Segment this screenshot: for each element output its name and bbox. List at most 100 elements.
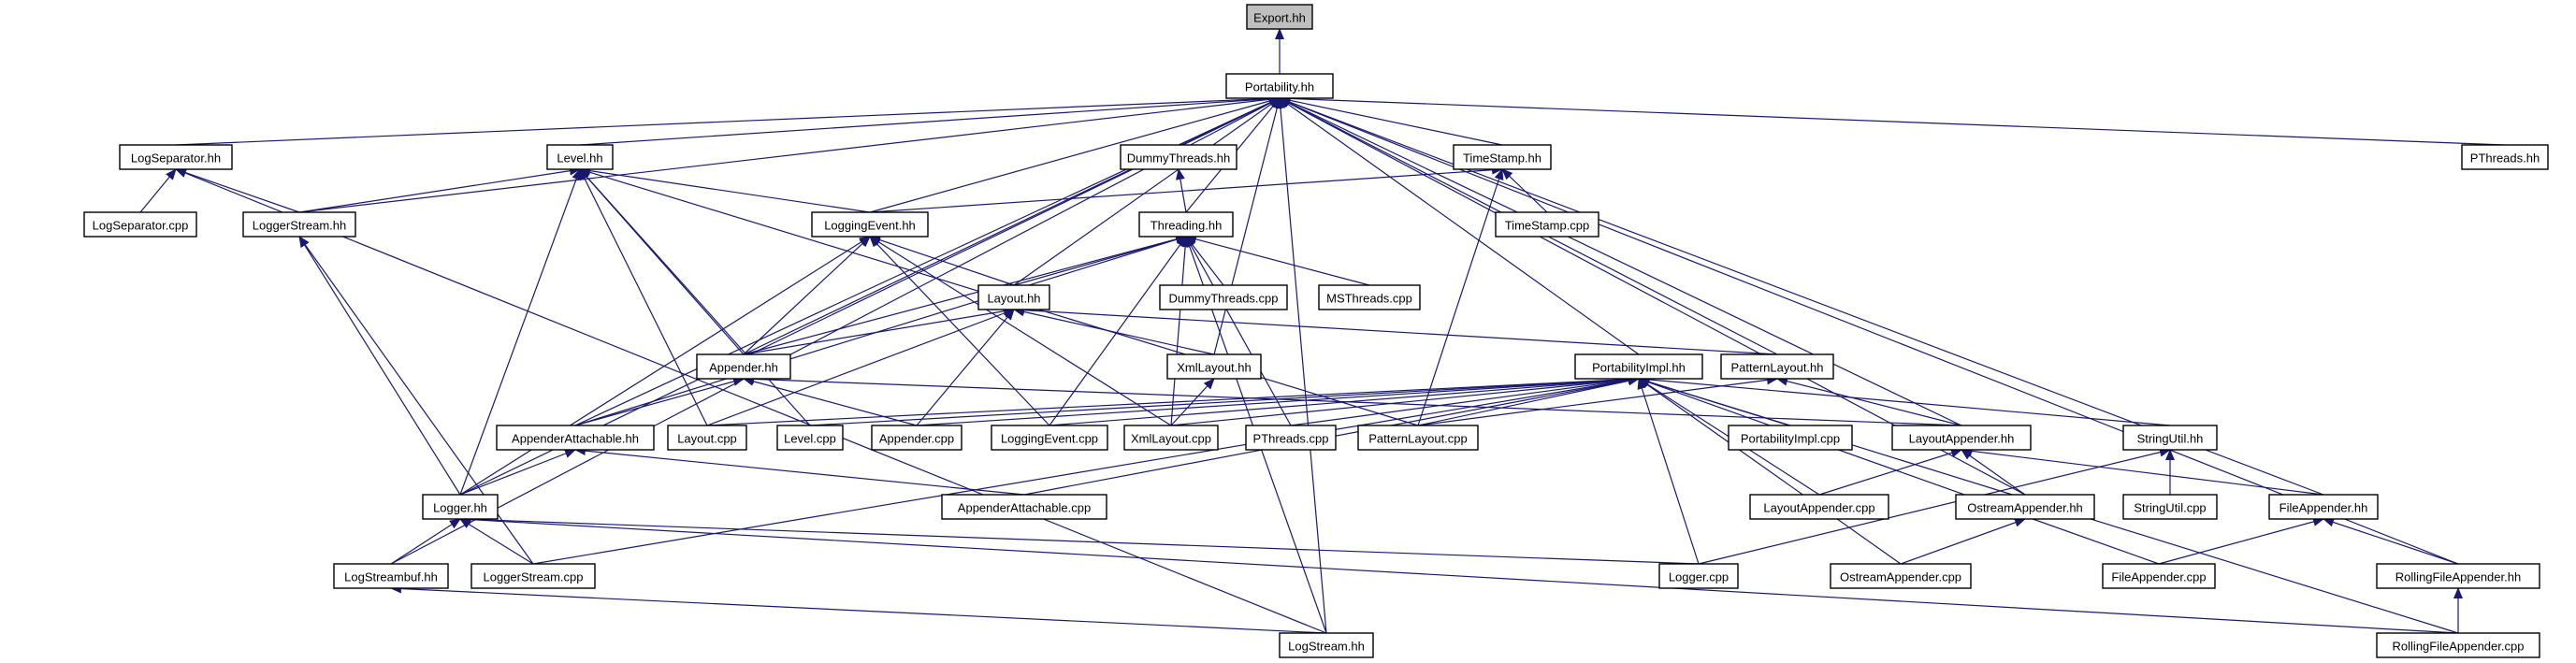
edge-timestamp_cpp-to-timestamp_hh bbox=[1501, 168, 1548, 213]
edge-appender_hh-to-loggingevent_hh bbox=[743, 236, 871, 355]
node-portability-hh[interactable]: Portability.hh bbox=[1225, 73, 1334, 99]
node-timestamp-hh[interactable]: TimeStamp.hh bbox=[1453, 144, 1552, 170]
node-box bbox=[1891, 425, 2032, 451]
node-portabilityimpl-hh[interactable]: PortabilityImpl.hh bbox=[1574, 353, 1703, 380]
edge-ostreamappender_cpp-to-ostreamappender_hh bbox=[1900, 518, 2026, 565]
edge-fileappender_cpp-to-portabilityimpl_hh bbox=[1638, 377, 2160, 565]
node-label: Logger.hh bbox=[433, 501, 487, 515]
node-box bbox=[1658, 563, 1739, 589]
node-fileappender-cpp[interactable]: FileAppender.cpp bbox=[2102, 563, 2216, 589]
node-ostreamappender-cpp[interactable]: OstreamAppender.cpp bbox=[1830, 563, 1972, 589]
edge-pthreads_cpp-to-threading_hh bbox=[1185, 236, 1292, 426]
node-xmllayout-cpp[interactable]: XmlLayout.cpp bbox=[1123, 425, 1219, 451]
node-label: PatternLayout.cpp bbox=[1368, 432, 1468, 446]
node-logstream-hh[interactable]: LogStream.hh bbox=[1279, 632, 1374, 658]
node-label: OstreamAppender.cpp bbox=[1840, 570, 1961, 584]
node-stringutil-cpp[interactable]: StringUtil.cpp bbox=[2122, 494, 2218, 520]
edge-logger_hh-to-appenderattachable_hh bbox=[459, 449, 576, 496]
node-box bbox=[667, 425, 747, 451]
node-logseparator-hh[interactable]: LogSeparator.hh bbox=[119, 144, 233, 170]
node-rollingfileappender-cpp[interactable]: RollingFileAppender.cpp bbox=[2376, 632, 2540, 658]
node-box bbox=[333, 563, 449, 589]
edge-xmllayout_hh-to-layout_hh bbox=[1013, 307, 1215, 355]
node-level-cpp[interactable]: Level.cpp bbox=[776, 425, 844, 451]
node-appender-cpp[interactable]: Appender.cpp bbox=[871, 425, 962, 451]
edge-pthreads_hh-to-portability_hh bbox=[1279, 94, 2506, 146]
node-box bbox=[977, 284, 1050, 310]
node-label: LogStreambuf.hh bbox=[344, 570, 438, 584]
node-stringutil-hh[interactable]: StringUtil.hh bbox=[2122, 425, 2218, 451]
node-level-hh[interactable]: Level.hh bbox=[546, 144, 614, 170]
node-timestamp-cpp[interactable]: TimeStamp.cpp bbox=[1495, 211, 1599, 238]
edge-logger_hh-to-loggerstream_hh bbox=[298, 236, 461, 496]
node-box bbox=[1138, 211, 1234, 238]
node-box bbox=[422, 494, 499, 520]
edge-level_hh-to-portability_hh bbox=[579, 94, 1281, 146]
node-layout-hh[interactable]: Layout.hh bbox=[977, 284, 1050, 310]
node-label: StringUtil.cpp bbox=[2134, 501, 2206, 515]
node-loggerstream-hh[interactable]: LoggerStream.hh bbox=[242, 211, 356, 238]
node-loggerstream-cpp[interactable]: LoggerStream.cpp bbox=[470, 563, 596, 589]
edge-loggingevent_cpp-to-portabilityimpl_hh bbox=[1049, 374, 1640, 426]
node-box bbox=[1225, 73, 1334, 99]
node-label: FileAppender.cpp bbox=[2111, 570, 2206, 584]
node-xmllayout-hh[interactable]: XmlLayout.hh bbox=[1166, 353, 1262, 380]
edge-loggingevent_hh-to-portability_hh bbox=[869, 96, 1281, 213]
edge-logger_cpp-to-logger_hh bbox=[459, 514, 1700, 565]
node-label: XmlLayout.hh bbox=[1177, 361, 1252, 375]
node-loggingevent-cpp[interactable]: LoggingEvent.cpp bbox=[991, 425, 1108, 451]
node-label: LogSeparator.cpp bbox=[93, 219, 189, 233]
node-appender-hh[interactable]: Appender.hh bbox=[696, 353, 791, 380]
node-logstreambuf-hh[interactable]: LogStreambuf.hh bbox=[333, 563, 449, 589]
node-portabilityimpl-cpp[interactable]: PortabilityImpl.cpp bbox=[1728, 425, 1853, 451]
node-logseparator-cpp[interactable]: LogSeparator.cpp bbox=[83, 211, 197, 238]
node-loggingevent-hh[interactable]: LoggingEvent.hh bbox=[811, 211, 929, 238]
node-appenderattachable-cpp[interactable]: AppenderAttachable.cpp bbox=[941, 494, 1107, 520]
edge-appender_cpp-to-layout_hh bbox=[916, 309, 1015, 426]
edge-logger_cpp-to-portabilityimpl_hh bbox=[1637, 378, 1700, 565]
edge-appender_hh-to-layout_hh bbox=[743, 306, 1015, 355]
node-logger-cpp[interactable]: Logger.cpp bbox=[1658, 563, 1739, 589]
edge-xmllayout_cpp-to-loggingevent_hh bbox=[869, 236, 1172, 426]
node-patternlayout-hh[interactable]: PatternLayout.hh bbox=[1720, 353, 1834, 380]
node-label: LoggingEvent.cpp bbox=[1001, 432, 1098, 446]
node-dummythreads-hh[interactable]: DummyThreads.hh bbox=[1120, 144, 1237, 170]
node-appenderattachable-hh[interactable]: AppenderAttachable.hh bbox=[496, 425, 655, 451]
edge-patternlayout_cpp-to-portabilityimpl_hh bbox=[1417, 376, 1640, 426]
node-label: Level.hh bbox=[557, 151, 602, 166]
edge-logger_hh-to-loggingevent_hh bbox=[459, 236, 871, 496]
node-box bbox=[242, 211, 356, 238]
node-label: DummyThreads.cpp bbox=[1168, 292, 1278, 306]
edge-xmllayout_cpp-to-portabilityimpl_hh bbox=[1170, 375, 1640, 426]
node-box bbox=[2268, 494, 2379, 520]
node-box bbox=[1123, 425, 1219, 451]
node-logger-hh[interactable]: Logger.hh bbox=[422, 494, 499, 520]
node-pthreads-hh[interactable]: PThreads.hh bbox=[2461, 144, 2549, 170]
node-box bbox=[1159, 284, 1288, 310]
node-threading-hh[interactable]: Threading.hh bbox=[1138, 211, 1234, 238]
node-label: LoggerStream.hh bbox=[253, 219, 346, 233]
node-label: PortabilityImpl.hh bbox=[1592, 361, 1686, 375]
node-rollingfileappender-hh[interactable]: RollingFileAppender.hh bbox=[2376, 563, 2540, 589]
node-layoutappender-cpp[interactable]: LayoutAppender.cpp bbox=[1749, 494, 1889, 520]
node-export-hh: Export.hh bbox=[1246, 4, 1313, 30]
node-ostreamappender-hh[interactable]: OstreamAppender.hh bbox=[1955, 494, 2095, 520]
edge-fileappender_cpp-to-fileappender_hh bbox=[2158, 517, 2324, 565]
node-box bbox=[83, 211, 197, 238]
node-box bbox=[1749, 494, 1889, 520]
edge-layoutappender_cpp-to-layoutappender_hh bbox=[1818, 448, 1962, 496]
edge-layout_cpp-to-layout_hh bbox=[706, 309, 1015, 426]
node-box bbox=[1166, 353, 1262, 380]
node-dummythreads-cpp[interactable]: DummyThreads.cpp bbox=[1159, 284, 1288, 310]
node-label: LayoutAppender.hh bbox=[1909, 432, 2015, 446]
node-label: FileAppender.hh bbox=[2279, 501, 2368, 515]
node-layout-cpp[interactable]: Layout.cpp bbox=[667, 425, 747, 451]
node-fileappender-hh[interactable]: FileAppender.hh bbox=[2268, 494, 2379, 520]
edge-appenderattachable_cpp-to-appenderattachable_hh bbox=[574, 446, 1025, 496]
node-msthreads-cpp[interactable]: MSThreads.cpp bbox=[1318, 284, 1421, 310]
node-patternlayout-cpp[interactable]: PatternLayout.cpp bbox=[1357, 425, 1479, 451]
node-label: RollingFileAppender.hh bbox=[2395, 570, 2521, 584]
node-pthreads-cpp[interactable]: PThreads.cpp bbox=[1245, 425, 1337, 451]
node-label: AppenderAttachable.hh bbox=[512, 432, 639, 446]
node-layoutappender-hh[interactable]: LayoutAppender.hh bbox=[1891, 425, 2032, 451]
